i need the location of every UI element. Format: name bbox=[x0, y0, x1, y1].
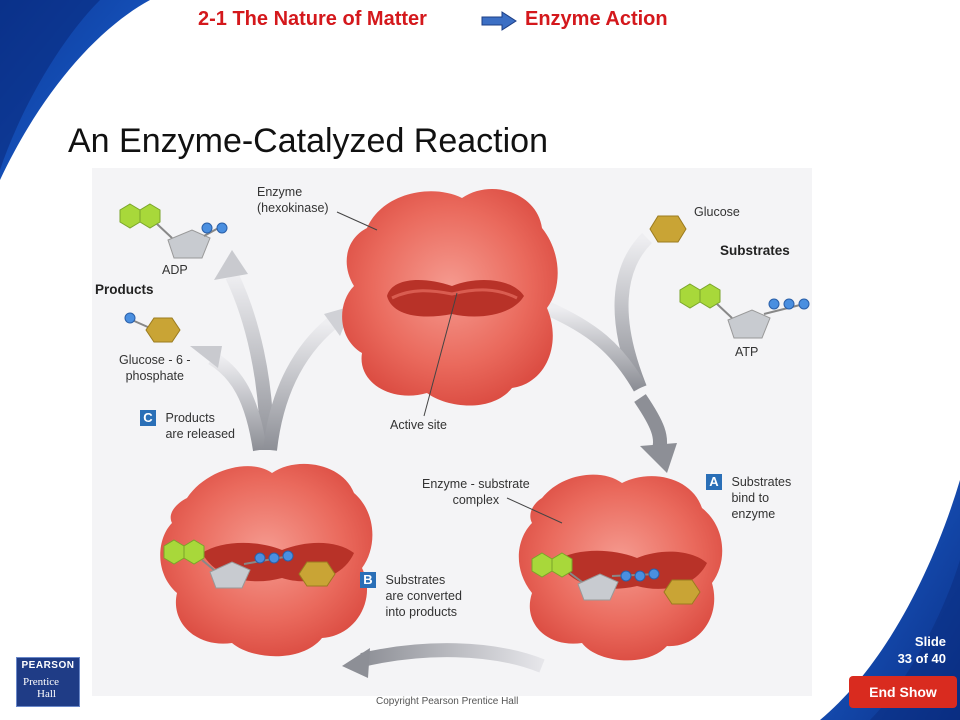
enzyme-leader-line bbox=[336, 211, 378, 231]
end-show-button[interactable]: End Show bbox=[849, 676, 957, 708]
step-c-badge: C bbox=[140, 410, 156, 426]
arrow-bottom bbox=[342, 643, 545, 678]
active-site-label: Active site bbox=[390, 418, 447, 432]
arrow-to-enzyme bbox=[263, 306, 352, 451]
glucose-6-phosphate-label: Glucose - 6 - phosphate bbox=[119, 353, 191, 383]
step-b-badge: B bbox=[360, 572, 376, 588]
adp-label: ADP bbox=[162, 263, 188, 277]
diagram-graphics bbox=[119, 189, 810, 678]
step-b: B Substrates are converted into products bbox=[360, 572, 462, 620]
arrow-substrates-in bbox=[544, 233, 677, 473]
arrow-to-adp bbox=[214, 250, 274, 451]
substrates-label: Substrates bbox=[720, 243, 790, 258]
enzyme-label: Enzyme (hexokinase) bbox=[257, 185, 329, 215]
arrow-to-glucose6p bbox=[190, 346, 267, 452]
atp-label: ATP bbox=[735, 345, 759, 359]
copyright-text: Copyright Pearson Prentice Hall bbox=[376, 696, 519, 707]
topic-title: Enzyme Action bbox=[525, 8, 668, 30]
atp-molecule bbox=[679, 283, 810, 339]
page-title: An Enzyme-Catalyzed Reaction bbox=[68, 122, 549, 160]
active-site-leader-line bbox=[423, 292, 458, 417]
glucose-label: Glucose bbox=[694, 205, 740, 219]
products-label: Products bbox=[95, 282, 154, 297]
glucose-6-phosphate-molecule bbox=[124, 312, 181, 343]
complex-in-enzyme bbox=[531, 552, 701, 605]
step-a: A Substrates bind to enzyme bbox=[706, 474, 791, 522]
slide-counter: Slide 33 of 40 bbox=[897, 634, 946, 666]
products-in-enzyme bbox=[163, 539, 336, 589]
complex-label: Enzyme - substrate complex bbox=[422, 477, 530, 507]
complex-leader-line bbox=[506, 497, 563, 524]
step-c: C Products are released bbox=[140, 410, 235, 442]
right-arrow-icon bbox=[481, 11, 517, 31]
section-title: 2-1 The Nature of Matter bbox=[198, 8, 427, 30]
enzyme-top bbox=[342, 189, 558, 406]
step-a-badge: A bbox=[706, 474, 722, 490]
publisher-logo: PEARSON Prentice Hall bbox=[16, 657, 80, 707]
adp-molecule bbox=[119, 203, 228, 259]
enzyme-reaction-diagram: Enzyme (hexokinase) Active site Glucose … bbox=[92, 168, 812, 696]
glucose-molecule bbox=[649, 215, 687, 243]
